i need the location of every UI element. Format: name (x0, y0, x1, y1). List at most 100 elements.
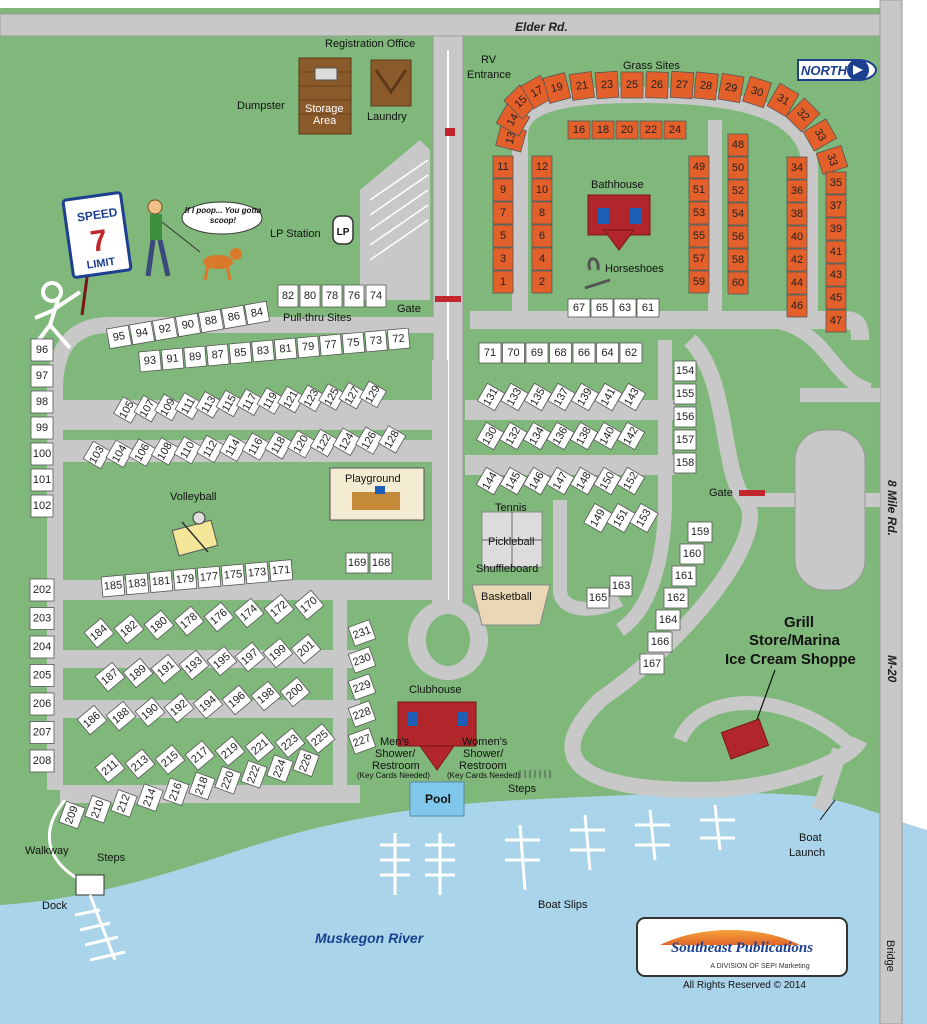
campsite-pad (136, 783, 164, 812)
campsite-number: 228 (351, 705, 372, 723)
campsite-pad (531, 155, 553, 179)
boat-launch-label-1: Boat (799, 832, 822, 844)
campsite-pad (29, 578, 55, 602)
campsite-pad (256, 387, 285, 415)
pull-thru-label: Pull-thru Sites (283, 312, 352, 324)
campsite: 155 (673, 383, 697, 405)
campsite-number: 163 (612, 580, 630, 592)
campsite-number: 61 (642, 302, 654, 314)
clubhouse-building (397, 701, 477, 771)
campsite-pad (591, 120, 615, 140)
laundry-building (370, 59, 412, 107)
campsite-pad (273, 337, 298, 361)
campsite: 117 (236, 388, 264, 416)
campsite: 86 (220, 304, 248, 330)
campsite-pad (113, 613, 145, 645)
campsite: 53 (688, 201, 710, 225)
campsite-pad (105, 324, 133, 350)
campsite-number: 154 (676, 365, 694, 377)
horseshoes-icon (584, 257, 611, 290)
campsite-number: 214 (141, 787, 159, 808)
campsite: 134 (522, 421, 552, 451)
campsite-number: 19 (550, 81, 565, 96)
boat-slips-label: Boat Slips (538, 899, 588, 911)
campsite-number: 209 (63, 804, 81, 825)
campsite: 175 (220, 563, 246, 587)
womens-label-1: Women's (462, 736, 508, 748)
campsite-number: 208 (33, 755, 51, 767)
campsite-pad (586, 587, 610, 609)
campsite-pad (264, 431, 293, 460)
campsite-pad (594, 382, 623, 412)
campsite-pad (673, 360, 697, 382)
campsite-pad (673, 383, 697, 405)
gate-1-icon (435, 296, 461, 302)
campsite-pad (673, 406, 697, 428)
campsite: 46 (786, 294, 808, 318)
campsite-pad (663, 587, 689, 609)
campsite: 231 (347, 619, 377, 647)
campsite: 211 (94, 752, 126, 784)
campsite: 6 (531, 224, 553, 248)
campsite-number: 97 (36, 370, 48, 382)
campsite: 85 (228, 341, 253, 365)
campsite-pad (221, 684, 253, 716)
speed-sign-number: 7 (88, 224, 109, 259)
campsite: 52 (727, 179, 749, 203)
campsite-pad (84, 794, 112, 824)
campsite-number: 53 (693, 207, 705, 219)
campsite: 39 (825, 217, 847, 241)
campsite-pad (590, 298, 614, 318)
campsite: 30 (742, 75, 772, 109)
campsite-pad (688, 201, 710, 225)
campsite: 144 (475, 466, 505, 496)
campsite: 93 (138, 349, 162, 373)
campsite: 170 (293, 589, 325, 621)
campsite: 79 (296, 335, 320, 359)
campsite-pad (30, 416, 54, 440)
campsite: 156 (673, 406, 697, 428)
elder-road-label: Elder Rd. (515, 20, 568, 34)
speed-sign-bottom: LIMIT (86, 256, 116, 272)
campsite: 114 (218, 433, 248, 463)
campsite-number: 14 (505, 112, 522, 129)
campsite: 120 (287, 429, 316, 459)
volleyball-court-icon (171, 511, 219, 557)
campsite-pad (197, 308, 225, 334)
campsite-pad (174, 392, 203, 420)
campsite: 157 (673, 429, 697, 451)
campsite-number: 98 (36, 396, 48, 408)
campsite: 7 (492, 201, 514, 225)
campsite: 68 (549, 342, 572, 364)
campsite-pad (639, 653, 665, 675)
campsite-number: 17 (529, 84, 546, 101)
campsite-pad (688, 155, 710, 179)
campsite-pad (347, 673, 377, 701)
campsite-number: 82 (282, 290, 294, 302)
campsite: 44 (786, 271, 808, 295)
campsite: 172 (263, 593, 295, 625)
campsite: 136 (546, 421, 575, 451)
campsite: 124 (332, 427, 361, 457)
tennis-label: Tennis (495, 502, 527, 514)
campsite: 152 (616, 466, 646, 496)
campsite-pad (30, 494, 54, 518)
campsite-number: 27 (675, 79, 688, 92)
campsite-number: 91 (166, 352, 179, 365)
campsite-pad (475, 421, 505, 451)
campsite-pad (687, 521, 713, 543)
campsite-pad (727, 179, 749, 203)
campsite: 69 (525, 342, 549, 364)
campsite-pad (567, 298, 591, 318)
campsite-number: 74 (370, 290, 382, 302)
campsite: 126 (355, 426, 384, 455)
campsite-pad (304, 723, 336, 754)
campsite-pad (693, 71, 719, 101)
campsite: 76 (343, 284, 365, 308)
store-marina-label: Store/Marina (749, 632, 841, 649)
campsite: 12 (531, 155, 553, 179)
campsite-pad (30, 364, 54, 388)
campsite-pad (154, 744, 186, 775)
campsite-pad (673, 429, 697, 451)
campsite: 21 (568, 71, 596, 101)
